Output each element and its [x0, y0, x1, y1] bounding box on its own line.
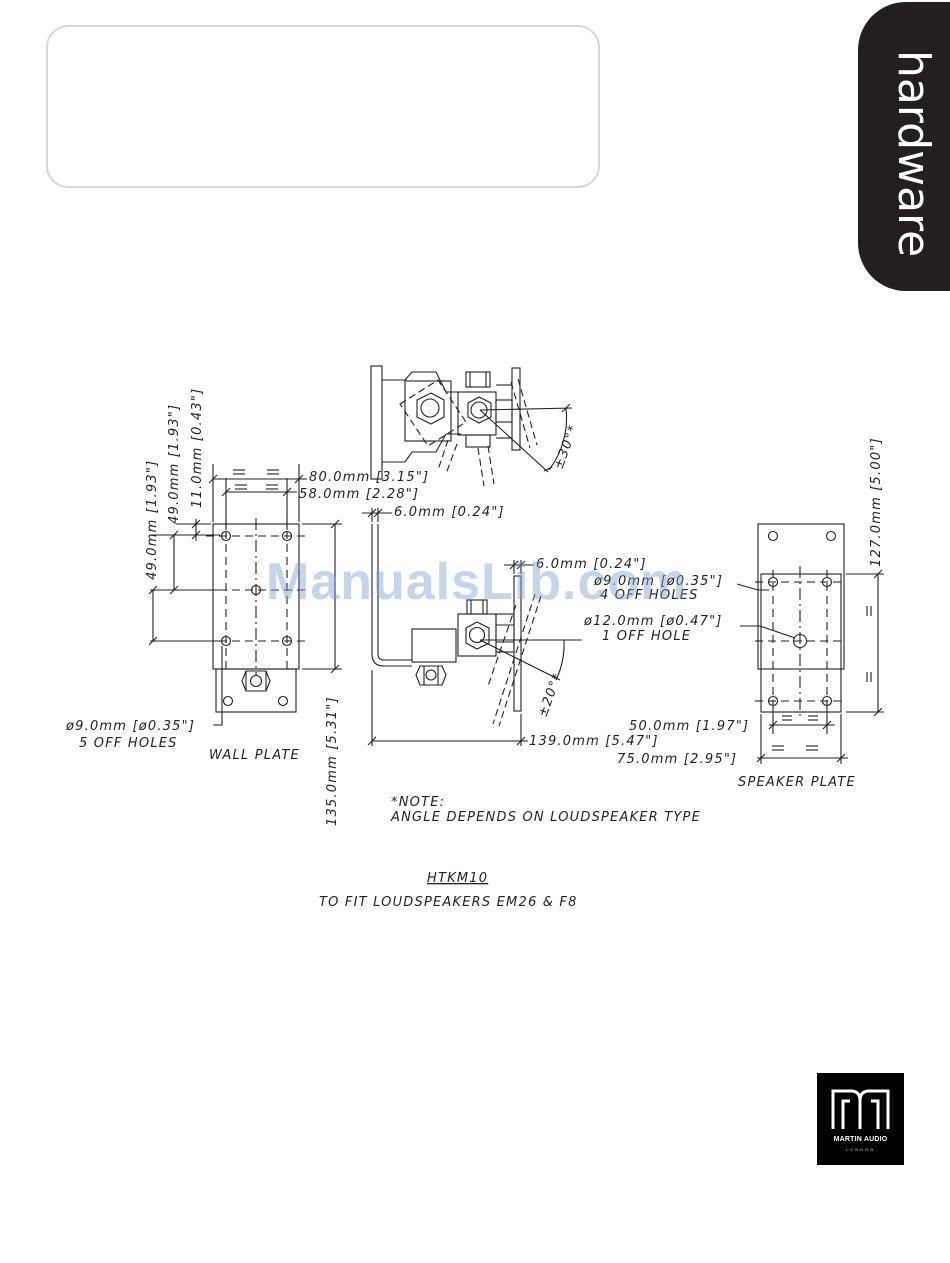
logo-mark-icon — [831, 1089, 890, 1129]
wall-plate-caption: WALL PLATE — [209, 748, 300, 763]
speaker-center-line1: ø12.0mm [ø0.47"] — [583, 614, 723, 629]
speaker-holes-line1: ø9.0mm [ø0.35"] — [593, 574, 723, 589]
wall-plate — [148, 464, 342, 726]
section-tab-label: hardware — [888, 50, 939, 258]
speaker-dim-height: 127.0mm [5.00"] — [869, 437, 884, 567]
speaker-dim-inner: 50.0mm [1.97"] — [629, 719, 749, 734]
wall-holes-line1: ø9.0mm [ø0.35"] — [65, 719, 195, 734]
section-tab: hardware — [858, 2, 950, 291]
speaker-holes-line2: 4 OFF HOLES — [600, 588, 699, 603]
logo-name: MARTIN AUDIO — [833, 1136, 888, 1143]
bracket-top-view — [370, 365, 573, 487]
note-text: ANGLE DEPENDS ON LOUDSPEAKER TYPE — [390, 810, 701, 825]
martin-audio-logo: MARTIN AUDIO LONDON — [817, 1073, 904, 1165]
title-box — [46, 25, 600, 188]
wall-dim-width-outer: 80.0mm [3.15"] — [309, 470, 429, 485]
speaker-center-line2: 1 OFF HOLE — [602, 629, 691, 644]
side-angle-top: ±30°* — [552, 423, 582, 472]
side-dim-thickness-right: 6.0mm [0.24"] — [536, 557, 647, 572]
wall-dim-v-11: 11.0mm [0.43"] — [190, 388, 205, 508]
side-dim-thickness-top: 6.0mm [0.24"] — [394, 505, 505, 520]
wall-dim-width-inner: 58.0mm [2.28"] — [299, 487, 419, 502]
speaker-plate — [736, 523, 884, 764]
note-title: *NOTE: — [391, 795, 445, 810]
fit-text: TO FIT LOUDSPEAKERS EM26 & F8 — [319, 895, 578, 910]
logo-sub: LONDON — [845, 1147, 876, 1152]
side-angle-side: ±20°* — [536, 671, 566, 720]
wall-holes-line2: 5 OFF HOLES — [79, 736, 178, 751]
wall-dim-v-49-b: 49.0mm [1.93"] — [167, 404, 182, 524]
bracket-side-view — [362, 508, 582, 746]
side-dim-depth: 139.0mm [5.47"] — [529, 734, 659, 749]
speaker-plate-caption: SPEAKER PLATE — [738, 775, 856, 790]
watermark: ManualsLib.com — [266, 553, 688, 611]
model-name: HTKM10 — [427, 871, 488, 886]
speaker-dim-outer: 75.0mm [2.95"] — [617, 752, 737, 767]
wall-dim-height: 135.0mm [5.31"] — [325, 696, 340, 826]
wall-dim-v-49-a: 49.0mm [1.93"] — [145, 460, 160, 580]
